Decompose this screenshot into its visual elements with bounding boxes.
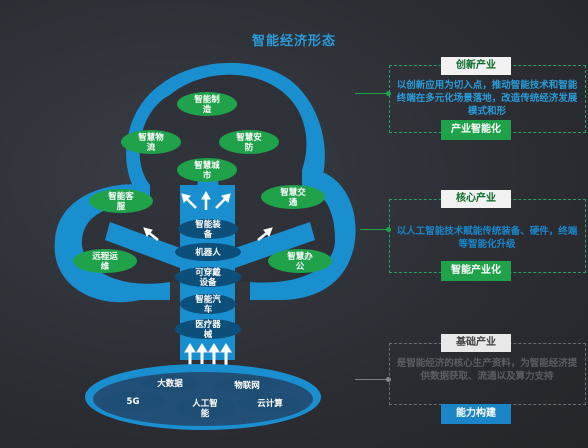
arrow-up-right-icon xyxy=(257,227,273,241)
root-rengongzhineng-label: 人工智 xyxy=(192,398,218,409)
leaf-yuanchengyunwei-label: 远程运 xyxy=(92,251,118,262)
root-dashuju-shape xyxy=(140,374,200,392)
root-rengongzhineng: 人工智能 xyxy=(175,397,235,419)
tier-connector xyxy=(360,229,389,230)
trunk-item-zhinengzhuangbei-label: 智能装 xyxy=(194,219,221,230)
arrow-up-right-icon xyxy=(215,193,231,209)
trunk-item-jiqiren: 机器人 xyxy=(175,243,241,261)
leaf-zhihuibangong-shape xyxy=(268,249,332,273)
tier-description: 是智能经济的核心生产资料，为智能经济提供数据获取、流通以及算力支持 xyxy=(396,358,578,382)
leaf-zhihuiwuliu-label: 流 xyxy=(147,142,156,153)
leaf-zhihuiwuliu-label: 智慧物 xyxy=(137,132,164,143)
leaf-yuanchengyunwei-label: 维 xyxy=(101,261,110,272)
root-wulianwang: 物联网 xyxy=(213,376,281,394)
root-5g: 5G xyxy=(101,391,165,411)
root-yunjisuan-shape xyxy=(238,393,302,413)
root-rengongzhineng-shape xyxy=(175,397,235,419)
leaf-zhihuianfang-label: 智慧安 xyxy=(235,132,262,143)
tier-connector xyxy=(355,93,389,94)
trunk-item-zhinengzhuangbei-label: 备 xyxy=(203,229,213,240)
leaf-zhihuijiaotong-shape xyxy=(261,185,325,209)
leaf-zhihuichengshi-shape xyxy=(177,158,237,182)
roots-group: 大数据 物联网 5G 人工智能 云计算 xyxy=(101,374,302,419)
leaf-zhihuijiaotong-label: 智慧交 xyxy=(279,187,306,198)
trunk-item-zhinengqiche-label: 车 xyxy=(204,304,213,315)
leaf-zhihuianfang-shape xyxy=(219,130,279,154)
root-rengongzhineng-label: 能 xyxy=(201,408,210,419)
root-dashuju-label: 大数据 xyxy=(157,378,183,389)
root-5g-label: 5G xyxy=(127,397,140,407)
leaf-zhinengkefu-shape xyxy=(89,189,153,213)
tier-header: 创新产业 xyxy=(441,57,511,75)
root-5g-shape xyxy=(101,391,165,411)
tier-header: 核心产业 xyxy=(441,190,511,208)
leaf-zhihuibangong-label: 智慧办 xyxy=(286,251,313,262)
leaf-zhinengzhizao-label: 智能制 xyxy=(193,94,220,105)
root-wulianwang-shape xyxy=(213,376,281,394)
tier-description: 以人工智能技术赋能传统装备、硬件，终端等智能化升级 xyxy=(396,226,578,250)
tier-header: 基础产业 xyxy=(441,334,511,352)
leaf-zhinengkefu-label: 服 xyxy=(117,202,126,212)
trunk-item-kechuandai-label: 可穿戴 xyxy=(195,267,221,278)
trunk-item-jiqiren-shape xyxy=(175,243,241,261)
leaf-zhihuijiaotong-label: 通 xyxy=(289,197,298,208)
trunk-item-jiqiren-label: 机器人 xyxy=(195,247,221,258)
leaf-zhihuiwuliu-shape xyxy=(121,130,181,154)
tier-connector xyxy=(355,379,389,380)
connector-dot xyxy=(386,227,391,232)
root-wulianwang-label: 物联网 xyxy=(234,380,260,391)
arrow-up-left-icon xyxy=(143,227,159,241)
root-yunjisuan: 云计算 xyxy=(238,393,302,413)
tier-footer: 智能产业化 xyxy=(441,261,511,281)
trunk-item-yiliaoqixie-shape xyxy=(175,319,241,339)
trunk-item-zhinengqiche-shape xyxy=(180,294,236,314)
root-yunjisuan-label: 云计算 xyxy=(257,398,283,409)
connector-dot xyxy=(386,91,391,96)
leaf-zhihuibangong-label: 公 xyxy=(296,262,305,272)
arrow-up-left-icon xyxy=(181,193,197,209)
trunk-item-yiliaoqixie-label: 医疗器 xyxy=(195,319,221,330)
leaf-yuanchengyunwei-shape xyxy=(73,249,137,273)
trunk-item-zhinengzhuangbei-shape xyxy=(178,219,238,239)
trunk-item-zhinengqiche-label: 智能汽 xyxy=(194,294,221,305)
tier-description: 以创新应用为切入点，推动智能技术和智能终端在多元化场景落地，改造传统经济发展模式… xyxy=(396,80,578,117)
tier-footer: 能力构建 xyxy=(441,404,511,424)
leaf-zhinengkefu-label: 智能客 xyxy=(107,191,134,202)
leaf-zhihuichengshi-label: 智慧城 xyxy=(193,160,220,171)
trunk-item-kechuandai-shape xyxy=(175,267,241,287)
leaf-zhinengzhizao-label: 造 xyxy=(203,104,212,115)
trunk-item-kechuandai-label: 设备 xyxy=(199,277,217,288)
leaf-zhihuianfang-label: 防 xyxy=(245,142,254,153)
connector-dot xyxy=(386,377,391,382)
leaf-zhihuichengshi-label: 市 xyxy=(203,170,212,181)
leaf-zhinengzhizao-shape xyxy=(177,92,237,116)
tier-footer: 产业智能化 xyxy=(441,120,511,140)
root-dashuju: 大数据 xyxy=(140,374,200,392)
trunk-item-yiliaoqixie-label: 械 xyxy=(204,329,213,340)
arrow-up-icon xyxy=(201,190,211,210)
diagram-title: 智能经济形态 xyxy=(251,34,336,49)
